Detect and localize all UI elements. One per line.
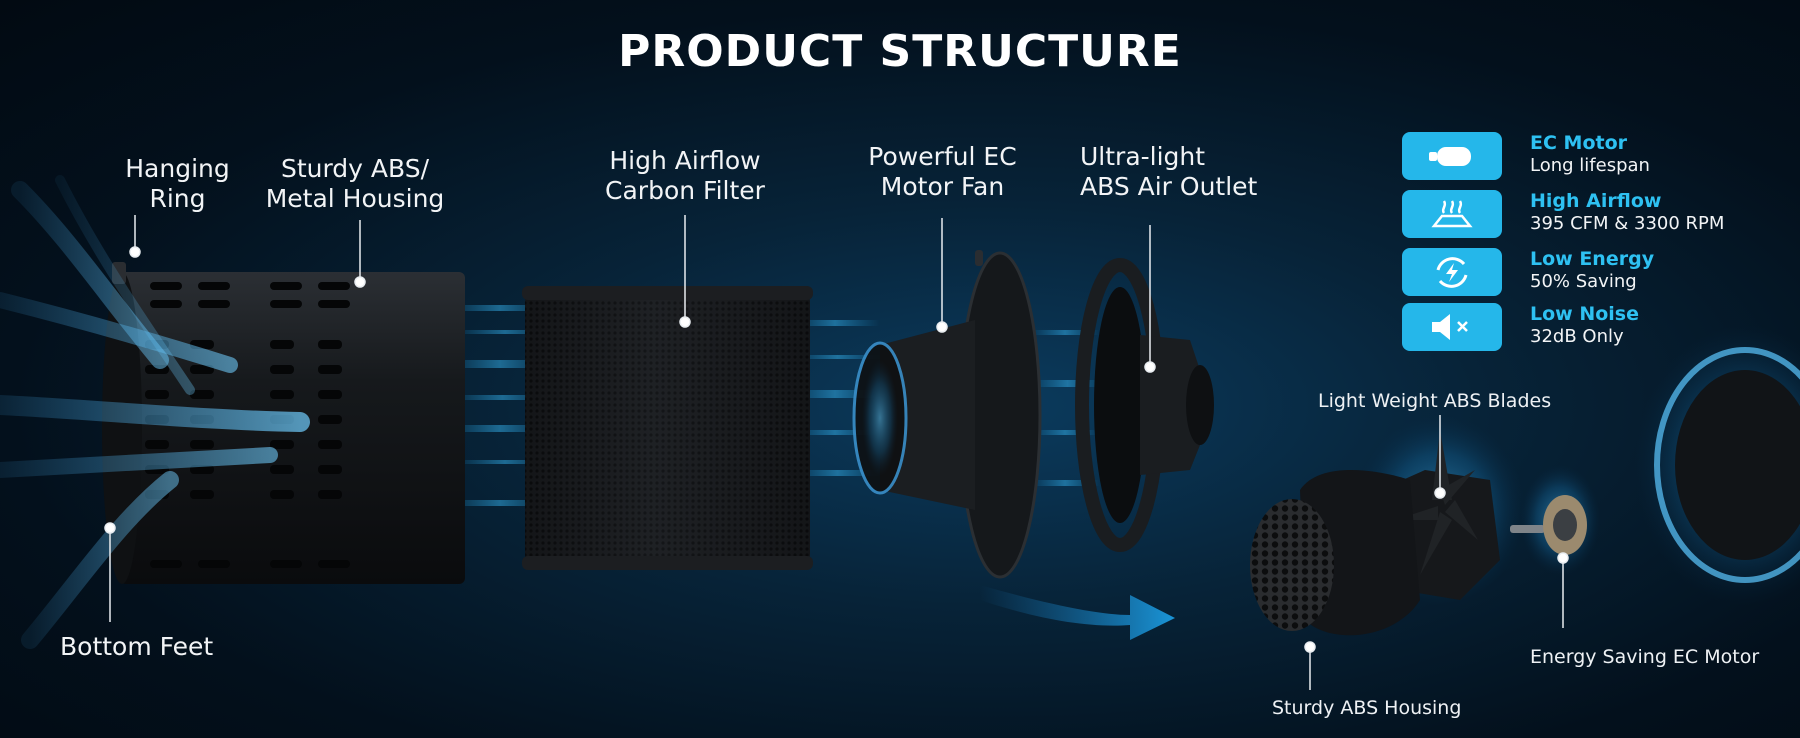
label-housing: Sturdy ABS/Metal Housing	[265, 154, 445, 213]
intake-arrows	[0, 175, 310, 649]
feature-ec-motor: EC Motor Long lifespan	[1402, 132, 1782, 184]
exhaust-arrow	[980, 585, 1175, 640]
label-blades: Light Weight ABS Blades	[1318, 390, 1552, 412]
mute-icon	[1402, 303, 1502, 351]
label-abs-housing: Sturdy ABS Housing	[1272, 697, 1462, 719]
label-bottom-feet: Bottom Feet	[60, 632, 214, 661]
carbon-filter	[522, 286, 813, 570]
airflow-streaks	[440, 305, 1105, 506]
page-title: PRODUCT STRUCTURE	[618, 26, 1182, 77]
exploded-parts	[1250, 325, 1800, 636]
air-outlet	[1075, 258, 1214, 552]
ec-fan-assembly	[852, 250, 1042, 579]
label-ec-motor-part: Energy Saving EC Motor	[1530, 646, 1760, 668]
leader-lines	[104, 215, 1569, 690]
feature-low-noise: Low Noise 32dB Only	[1402, 303, 1782, 355]
feature-low-energy: Low Energy 50% Saving	[1402, 248, 1782, 300]
sturdy-abs-housing-part	[1250, 470, 1420, 636]
energy-icon	[1402, 248, 1502, 296]
feature-high-airflow: High Airflow 395 CFM & 3300 RPM	[1402, 190, 1782, 242]
airflow-icon	[1402, 190, 1502, 238]
motor-icon	[1402, 132, 1502, 180]
